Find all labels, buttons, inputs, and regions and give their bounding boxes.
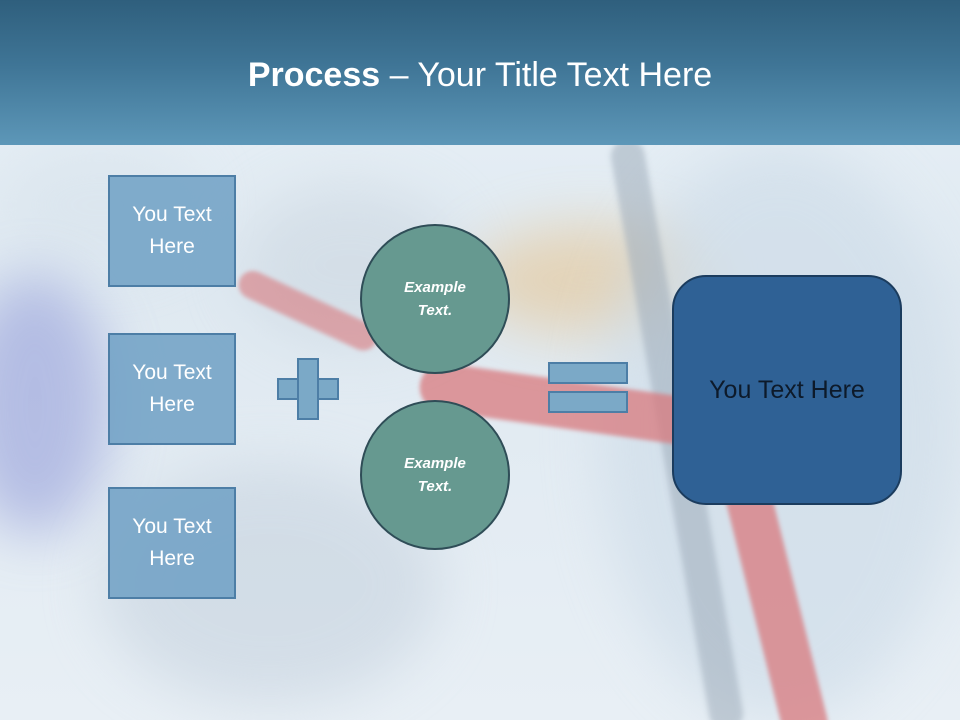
example-circle-2[interactable]: Example Text. [360,400,510,550]
plus-sign-icon[interactable] [277,358,339,420]
example-circle-2-label: Example Text. [404,455,466,495]
text-box-2-label: You Text Here [132,361,212,416]
title-bar: Process – Your Title Text Here [0,0,960,145]
example-circle-1-label: Example Text. [404,279,466,319]
example-circle-1[interactable]: Example Text. [360,224,510,374]
text-box-1-label: You Text Here [132,203,212,258]
text-box-2[interactable]: You Text Here [108,333,236,445]
result-box[interactable]: You Text Here [672,275,902,505]
title-bold-part: Process [247,56,381,94]
plus-center [299,380,317,398]
text-box-3[interactable]: You Text Here [108,487,236,599]
title-rest-part: – Your Title Text Here [380,56,713,94]
text-box-1[interactable]: You Text Here [108,175,236,287]
equals-sign-icon-bottom-bar[interactable] [548,391,628,413]
slide-title[interactable]: Process – Your Title Text Here [0,54,960,96]
result-box-label: You Text Here [709,376,865,404]
equals-sign-icon-top-bar[interactable] [548,362,628,384]
text-box-3-label: You Text Here [132,515,212,570]
